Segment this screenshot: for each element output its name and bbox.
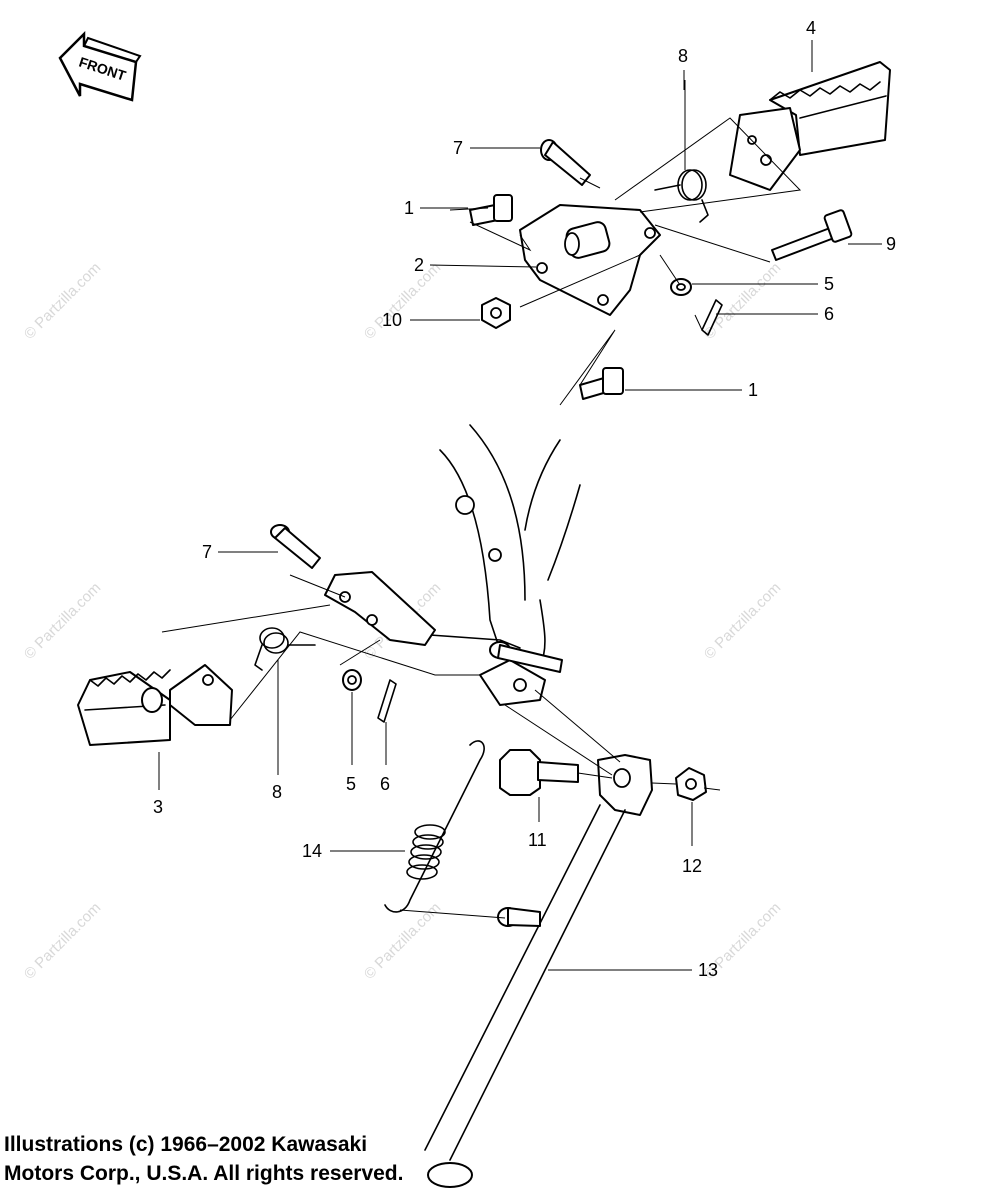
watermark: © Partzilla.com xyxy=(701,579,784,662)
watermark: © Partzilla.com xyxy=(361,259,444,342)
pivot-pin-upper xyxy=(540,139,591,186)
spring-upper xyxy=(654,169,709,223)
callout-number: 1 xyxy=(404,198,414,218)
callout-number: 3 xyxy=(153,797,163,817)
watermark: © Partzilla.com xyxy=(21,579,104,662)
copyright-line-2: Motors Corp., U.S.A. All rights reserved… xyxy=(4,1162,404,1185)
watermark: © Partzilla.com xyxy=(21,259,104,342)
stand-bolt xyxy=(499,749,579,796)
callout-number: 7 xyxy=(453,138,463,158)
callout-number: 14 xyxy=(302,841,322,861)
callout-number: 2 xyxy=(414,255,424,275)
copyright-line-1: Illustrations (c) 1966–2002 Kawasaki xyxy=(4,1133,368,1156)
callout-number: 12 xyxy=(682,856,702,876)
front-arrow-icon: FRONT xyxy=(58,30,142,102)
callout-number: 7 xyxy=(202,542,212,562)
cotter-pin-upper xyxy=(701,299,723,336)
stand-pivot xyxy=(479,641,563,706)
callout-number: 13 xyxy=(698,960,718,980)
callout-number: 4 xyxy=(806,18,816,38)
spring-lower xyxy=(254,627,316,671)
frame-section xyxy=(429,424,581,666)
callout-number: 1 xyxy=(748,380,758,400)
bolt-upper xyxy=(469,194,513,226)
callout-number: 5 xyxy=(824,274,834,294)
stand-spring xyxy=(384,740,485,913)
bracket-right xyxy=(519,204,661,316)
bracket-left xyxy=(324,571,436,646)
pivot-pin-lower xyxy=(270,524,321,569)
callout-number: 9 xyxy=(886,234,896,254)
watermark: © Partzilla.com xyxy=(361,899,444,982)
callout-number: 11 xyxy=(528,830,547,850)
callouts: 1 7 8 4 2 9 5 10 6 1 7 3 8 xyxy=(153,18,896,980)
watermark: © Partzilla.com xyxy=(21,899,104,982)
footpeg-left xyxy=(77,664,233,746)
flange-nut xyxy=(481,297,511,329)
bolt-lower xyxy=(579,367,624,400)
callout-number: 8 xyxy=(678,46,688,66)
callout-number: 6 xyxy=(380,774,390,794)
callout-number: 6 xyxy=(824,304,834,324)
kickstand xyxy=(424,754,653,1188)
callout-number: 8 xyxy=(272,782,282,802)
watermark: © Partzilla.com xyxy=(701,259,784,342)
leader-lines-upper xyxy=(449,80,802,406)
washer-upper xyxy=(670,278,692,296)
cotter-pin-lower xyxy=(377,679,397,723)
callout-number: 5 xyxy=(346,774,356,794)
footpeg-right xyxy=(729,61,891,191)
callout-number: 10 xyxy=(382,310,402,330)
washer-lower xyxy=(342,669,362,691)
leader-lines-lower xyxy=(161,574,721,919)
stand-nut xyxy=(675,767,707,801)
long-bolt xyxy=(771,209,853,261)
